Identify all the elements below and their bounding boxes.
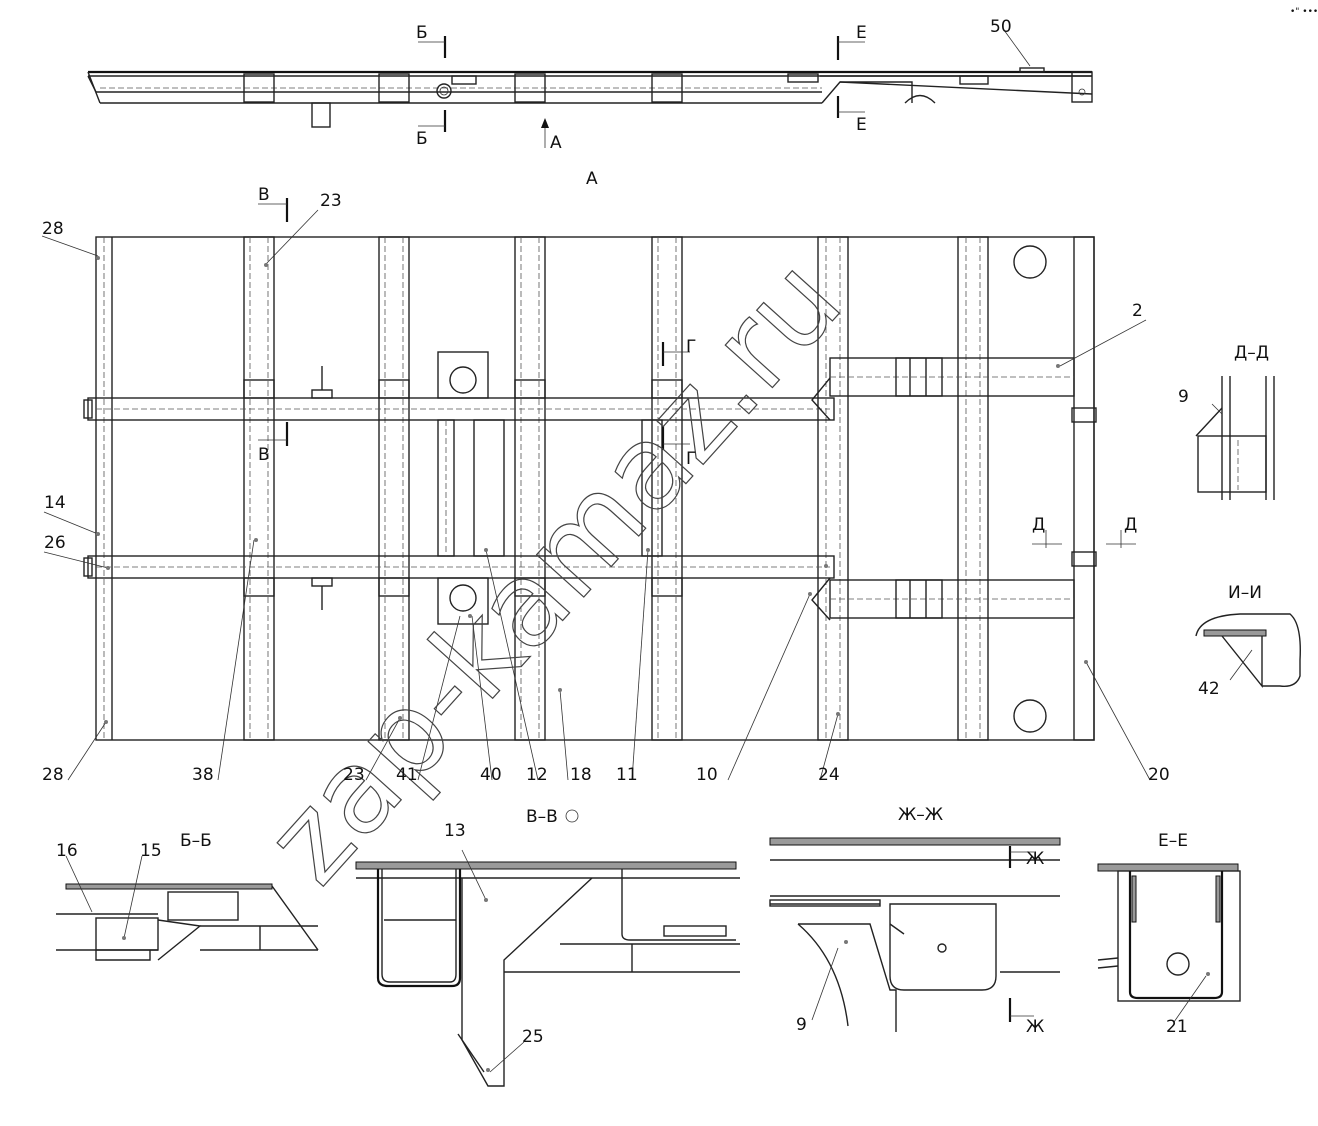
part-number-15: 15 (140, 841, 162, 861)
part-number-40: 40 (480, 765, 502, 785)
mark-d-right: Д (1124, 515, 1137, 535)
part-number-26: 26 (44, 533, 66, 553)
mark-b-bottom: Б (416, 129, 428, 149)
section-title-dd: Д–Д (1234, 343, 1269, 363)
part-number-9-zhzh: 9 (796, 1015, 807, 1035)
part-number-23-bottom: 23 (343, 765, 365, 785)
mark-g-top: Г (686, 337, 696, 357)
corner-mark: •" ••• (1290, 7, 1318, 17)
section-zhzh (769, 837, 1061, 1032)
side-view (87, 29, 1093, 148)
section-ii (1195, 613, 1301, 688)
section-title-ii: И–И (1228, 583, 1262, 603)
part-number-28-bottom: 28 (42, 765, 64, 785)
part-number-25: 25 (522, 1027, 544, 1047)
section-mark-letters: Б Б Е Е А А В В Г Г Д Д Ж Ж (258, 23, 1137, 1037)
section-ee (1097, 863, 1241, 1023)
part-number-38: 38 (192, 765, 214, 785)
part-number-10: 10 (696, 765, 718, 785)
section-title-ee: Е–Е (1158, 831, 1188, 851)
plan-view (41, 198, 1151, 781)
view-a-label: А (586, 169, 598, 189)
section-vv (355, 849, 740, 1087)
mark-zh-top: Ж (1026, 849, 1044, 869)
section-title-bb: Б–Б (180, 831, 212, 851)
part-number-16: 16 (56, 841, 78, 861)
part-number-9-dd: 9 (1178, 387, 1189, 407)
leader-dots (96, 256, 1210, 1072)
mark-e-top: Е (856, 23, 867, 43)
section-dd (1195, 376, 1275, 500)
rear-plate (811, 245, 1097, 733)
section-title-vv: В–В (526, 807, 558, 827)
part-number-50: 50 (990, 17, 1012, 37)
section-title-zhzh: Ж–Ж (898, 805, 943, 825)
cross-members (243, 236, 1095, 741)
mark-a-arrow: А (550, 133, 562, 153)
part-number-11: 11 (616, 765, 638, 785)
mark-v-top: В (258, 185, 270, 205)
mark-v-bottom: В (258, 445, 270, 465)
part-number-12: 12 (526, 765, 548, 785)
part-number-2: 2 (1132, 301, 1143, 321)
section-bb (56, 855, 319, 961)
part-number-14: 14 (44, 493, 66, 513)
mark-e-bottom: Е (856, 115, 867, 135)
mark-b-top: Б (416, 23, 428, 43)
part-number-23-top: 23 (320, 191, 342, 211)
part-number-13: 13 (444, 821, 466, 841)
part-number-21: 21 (1166, 1017, 1188, 1037)
part-number-24: 24 (818, 765, 840, 785)
part-numbers: 50 28 23 2 14 26 28 38 23 41 40 12 18 11… (42, 17, 1220, 1047)
part-number-18: 18 (570, 765, 592, 785)
part-number-28-top: 28 (42, 219, 64, 239)
section-titles: Д–Д И–И Б–Б В–В Ж–Ж Е–Е (180, 343, 1269, 851)
leader-lines (41, 209, 1151, 781)
part-number-20: 20 (1148, 765, 1170, 785)
part-number-42: 42 (1198, 679, 1220, 699)
mark-d-left: Д (1032, 515, 1045, 535)
part-number-41: 41 (396, 765, 418, 785)
mark-zh-bottom: Ж (1026, 1017, 1044, 1037)
mark-g-bottom: Г (686, 449, 696, 469)
